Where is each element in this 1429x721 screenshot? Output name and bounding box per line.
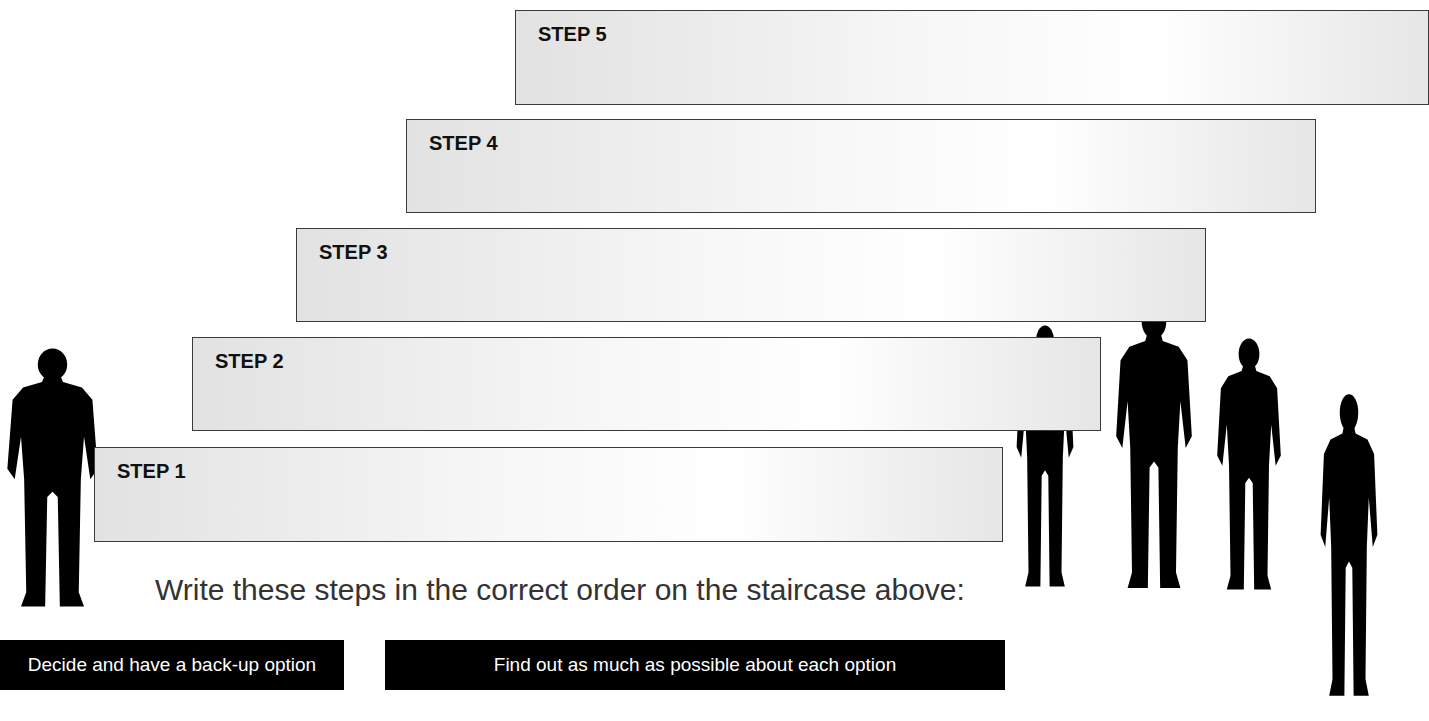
option-text: Decide and have a back-up option [28, 654, 316, 676]
step-label: STEP 1 [117, 460, 186, 483]
step-box: STEP 1 [94, 447, 1003, 542]
person-silhouette [1217, 338, 1281, 589]
person-silhouette [7, 349, 97, 607]
option-box: Find out as much as possible about each … [385, 640, 1005, 690]
option-box: Decide and have a back-up option [0, 640, 344, 690]
step-label: STEP 5 [538, 23, 607, 46]
step-box: STEP 4 [406, 119, 1316, 213]
step-label: STEP 2 [215, 350, 284, 373]
step-box: STEP 5 [515, 10, 1429, 105]
step-label: STEP 3 [319, 241, 388, 264]
instruction-text: Write these steps in the correct order o… [155, 573, 965, 607]
person-silhouette [1116, 304, 1192, 588]
step-box: STEP 3 [296, 228, 1206, 322]
person-silhouette [1321, 394, 1378, 696]
step-box: STEP 2 [192, 337, 1101, 431]
step-label: STEP 4 [429, 132, 498, 155]
option-text: Find out as much as possible about each … [494, 654, 896, 676]
